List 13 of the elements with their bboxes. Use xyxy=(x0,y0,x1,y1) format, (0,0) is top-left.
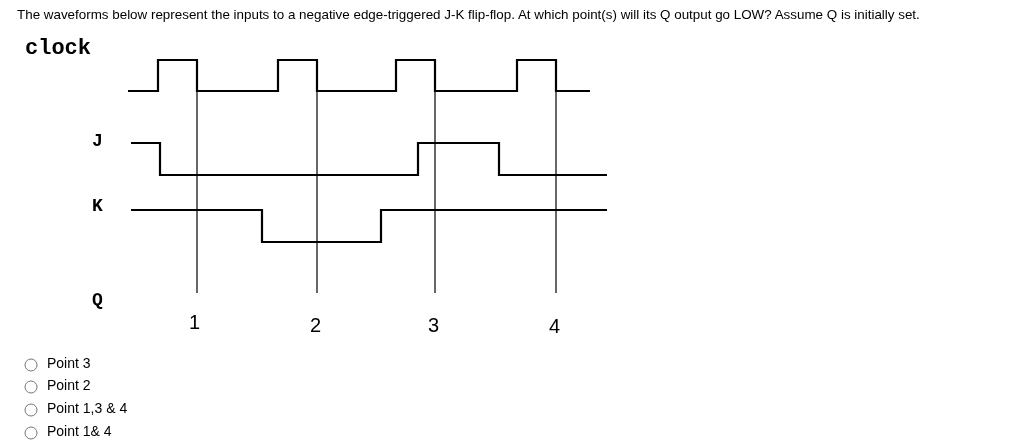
point-number: 2 xyxy=(310,315,322,335)
point-number: 3 xyxy=(428,315,440,335)
option-label: Point 1& 4 xyxy=(47,424,112,438)
question-text: The waveforms below represent the inputs to a negative edge-triggered J-K flip-flop. At which point(s) will its Q output go LOW? Assume Q is initially set. xyxy=(17,8,920,22)
option-label: Point 1,3 & 4 xyxy=(47,401,128,415)
signal-label: Q xyxy=(92,291,103,309)
point-number: 1 xyxy=(189,312,201,332)
point-number: 4 xyxy=(549,316,561,336)
option-label: Point 2 xyxy=(47,378,91,392)
signal-label: clock xyxy=(25,38,91,60)
option-label: Point 3 xyxy=(47,356,91,370)
signal-label: K xyxy=(92,197,103,215)
signal-label: J xyxy=(92,132,103,150)
